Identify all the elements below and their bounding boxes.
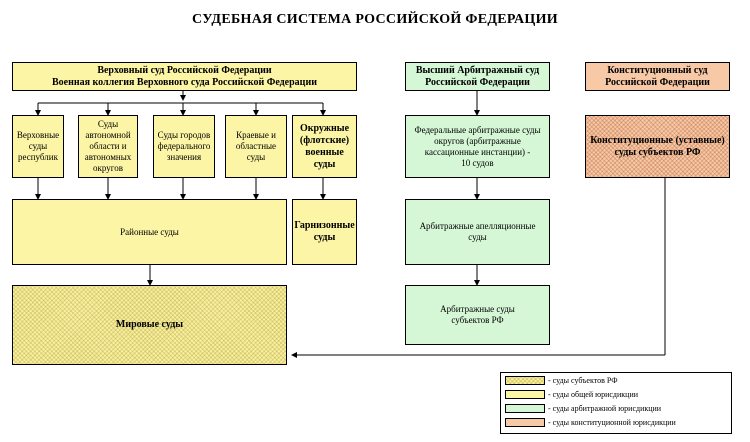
military-district-courts-box: Окружные (флотские) военные суды: [292, 115, 357, 178]
legend-item-general-courts: - суды общей юрисдикции: [505, 390, 638, 399]
supreme-arbitration-court-label: Высший Арбитражный суд Российской Федера…: [415, 64, 540, 88]
magistrate-courts-box: Мировые суды: [12, 285, 287, 365]
legend-item-subject-courts: - суды субъектов РФ: [505, 376, 618, 385]
federal-city-courts-box: Суды городов федерального значения: [153, 115, 215, 178]
diagram-title: СУДЕБНАЯ СИСТЕМА РОССИЙСКОЙ ФЕДЕРАЦИИ: [192, 12, 558, 27]
district-courts-box: Районные суды: [12, 199, 287, 265]
district-courts-label: Районные суды: [120, 226, 179, 237]
legend-label: - суды арбитражной юрисдикции: [548, 404, 662, 413]
regional-courts-label: Краевые и областные суды: [235, 130, 277, 162]
constitutional-court-box: Конституционный суд Российской Федерации: [585, 62, 730, 91]
legend-swatch: [505, 390, 545, 399]
republic-supreme-courts-box: Верховные суды республик: [12, 115, 64, 178]
autonomous-courts-box: Суды автономной области и автономных окр…: [78, 115, 138, 178]
legend: [500, 372, 732, 434]
legend-swatch: [505, 376, 545, 385]
legend-item-constitutional-courts: - суды конституционной юрисдикции: [505, 418, 676, 427]
autonomous-courts-label: Суды автономной области и автономных окр…: [84, 119, 132, 173]
garrison-courts-box: Гарнизонные суды: [292, 199, 357, 265]
subject-arbitration-courts-box: Арбитражные суды субъектов РФ: [405, 285, 550, 345]
supreme-court-label: Верховный суд Российской Федерации Военн…: [52, 64, 317, 88]
supreme-court-box: Верховный суд Российской Федерации Военн…: [12, 62, 357, 91]
legend-swatch: [505, 418, 545, 427]
regional-courts-box: Краевые и областные суды: [225, 115, 287, 178]
constitutional-court-label: Конституционный суд Российской Федерации: [605, 64, 710, 88]
military-district-courts-label: Окружные (флотские) военные суды: [299, 122, 350, 170]
legend-label: - суды общей юрисдикции: [548, 390, 639, 399]
subject-constitutional-courts-box: Конституционные (уставные) суды субъекто…: [585, 115, 730, 178]
legend-label: - суды конституционной юрисдикции: [548, 418, 676, 427]
federal-arbitration-courts-label: Федеральные арбитражные суды округов (ар…: [414, 124, 541, 168]
federal-arbitration-courts-box: Федеральные арбитражные суды округов (ар…: [405, 115, 550, 178]
legend-item-arbitration-courts: - суды арбитражной юрисдикции: [505, 404, 661, 413]
magistrate-courts-label: Мировые суды: [115, 319, 184, 330]
subject-constitutional-courts-label: Конституционные (уставные) суды субъекто…: [590, 134, 725, 158]
appeal-arbitration-courts-box: Арбитражные апелляционные суды: [405, 199, 550, 265]
subject-arbitration-courts-label: Арбитражные суды субъектов РФ: [440, 304, 515, 325]
legend-swatch: [505, 404, 545, 413]
appeal-arbitration-courts-label: Арбитражные апелляционные суды: [419, 221, 536, 242]
federal-city-courts-label: Суды городов федерального значения: [157, 130, 211, 162]
legend-label: - суды субъектов РФ: [548, 376, 618, 385]
garrison-courts-label: Гарнизонные суды: [294, 220, 355, 243]
republic-supreme-courts-label: Верховные суды республик: [16, 130, 60, 162]
supreme-arbitration-court-box: Высший Арбитражный суд Российской Федера…: [405, 62, 550, 91]
